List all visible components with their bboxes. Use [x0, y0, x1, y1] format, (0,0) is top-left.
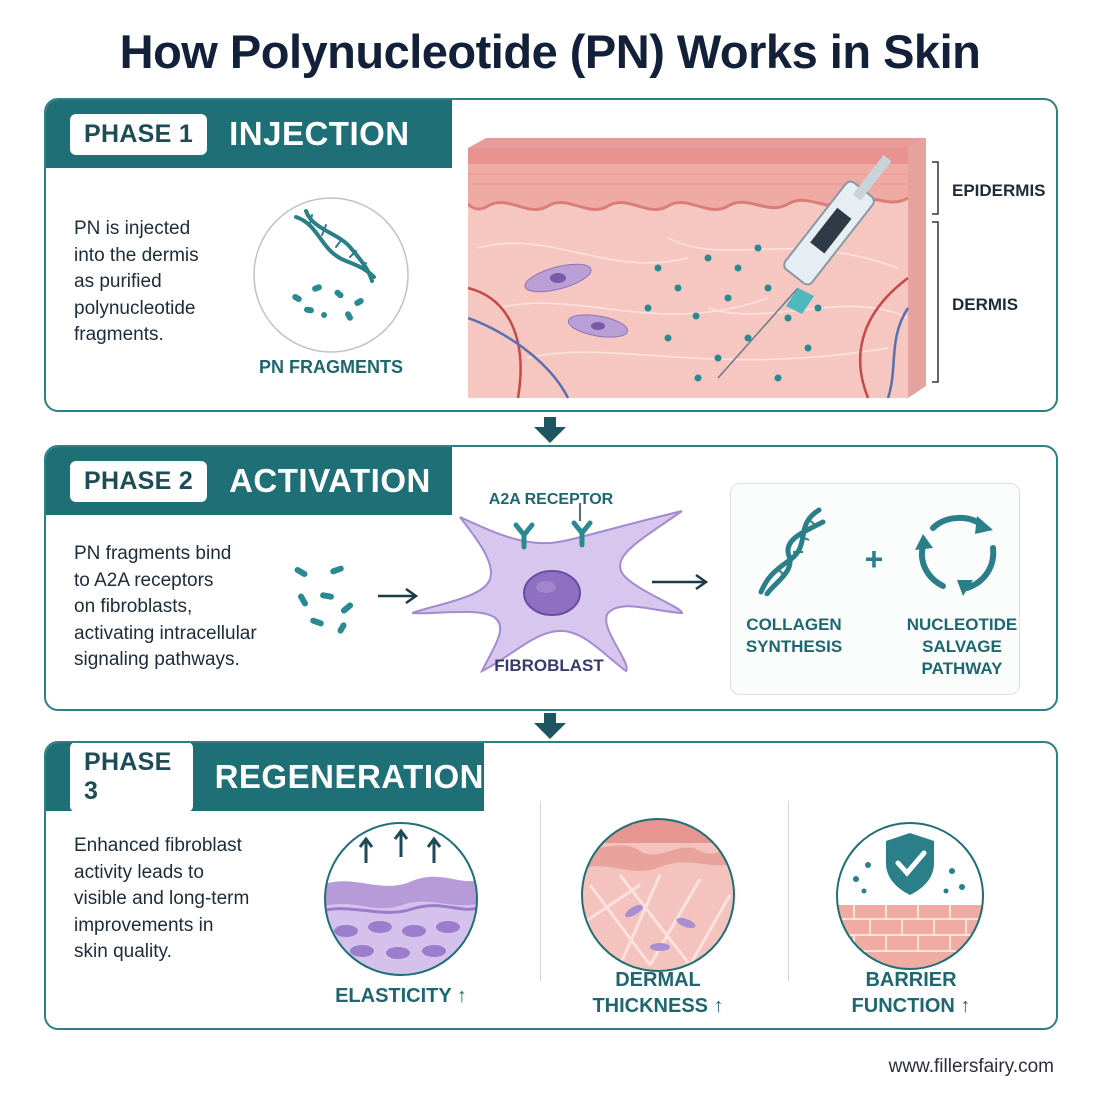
phase-1-pill: PHASE 1 [70, 114, 207, 155]
pn-fragments-illustration [250, 195, 412, 355]
phase-1-name: INJECTION [229, 115, 410, 153]
phase-3-name: REGENERATION [215, 758, 484, 796]
layer-brackets [930, 160, 944, 386]
phase-1-header: PHASE 1 INJECTION [46, 100, 452, 168]
outcomes-card: COLLAGEN SYNTHESIS + NUCLEOTIDE SALVAGE … [730, 483, 1020, 695]
phase-2-panel: PHASE 2 ACTIVATION PN fragments bind to … [44, 445, 1058, 711]
fibroblast-cell-icon [412, 503, 692, 673]
fibroblast-label: FIBROBLAST [474, 655, 624, 677]
dermis-label: DERMIS [952, 294, 1052, 316]
phase-3-panel: PHASE 3 REGENERATION Enhanced fibroblast… [44, 741, 1058, 1030]
dermal-thickness-illustration [580, 815, 736, 975]
page-title: How Polynucleotide (PN) Works in Skin [0, 24, 1100, 79]
phase-2-description: PN fragments bind to A2A receptors on fi… [74, 541, 304, 674]
divider [540, 801, 541, 981]
skin-cross-section [468, 138, 928, 400]
footer-url: www.fillersfairy.com [889, 1056, 1054, 1078]
collagen-synthesis-label: COLLAGEN SYNTHESIS [739, 614, 849, 658]
recycle-arrows-icon [911, 506, 1003, 596]
nucleotide-salvage-label: NUCLEOTIDE SALVAGE PATHWAY [897, 614, 1027, 680]
phase-2-name: ACTIVATION [229, 462, 431, 500]
arrow-down-icon [531, 417, 569, 443]
phase-1-panel: PHASE 1 INJECTION PN is injected into th… [44, 98, 1058, 412]
barrier-function-label: BARRIER FUNCTION ↑ [826, 967, 996, 1019]
pn-fragments-label: PN FRAGMENTS [256, 356, 406, 378]
elasticity-label: ELASTICITY ↑ [316, 985, 486, 1007]
elasticity-illustration [322, 819, 480, 979]
phase-2-header: PHASE 2 ACTIVATION [46, 447, 452, 515]
phase-3-description: Enhanced fibroblast activity leads to vi… [74, 833, 304, 966]
arrow-down-icon [531, 713, 569, 739]
epidermis-label: EPIDERMIS [952, 180, 1052, 202]
dna-icon [753, 506, 829, 596]
arrow-right-icon [652, 573, 712, 591]
phase-3-pill: PHASE 3 [70, 742, 193, 812]
plus-sign: + [859, 548, 889, 570]
phase-1-description: PN is injected into the dermis as purifi… [74, 216, 254, 349]
phase-3-header: PHASE 3 REGENERATION [46, 743, 484, 811]
pn-fragments-cluster [290, 561, 360, 637]
phase-2-pill: PHASE 2 [70, 461, 207, 502]
divider [788, 801, 789, 981]
barrier-function-illustration [834, 819, 986, 973]
dermal-thickness-label: DERMAL THICKNESS ↑ [576, 967, 740, 1019]
